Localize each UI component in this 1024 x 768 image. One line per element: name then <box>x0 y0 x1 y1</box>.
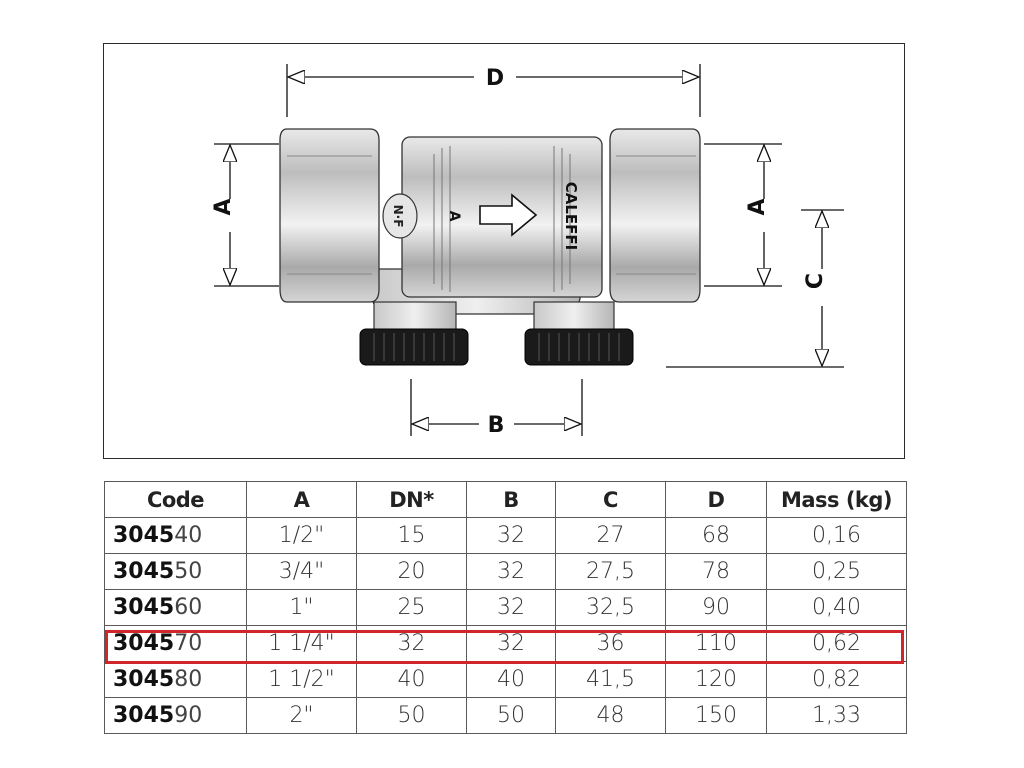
specification-table: Code A DN* B C D Mass (kg) 304540 1/2" 1… <box>104 481 907 734</box>
table-row-highlighted: 304570 1 1/4" 32 32 36 110 0,62 <box>104 625 907 662</box>
cell-mass: 0,62 <box>766 625 907 662</box>
valve-body: N·F A CALEFFI <box>279 128 701 366</box>
table-row: 304580 1 1/2" 40 40 41,5 120 0,82 <box>104 661 907 698</box>
code-prefix: 3045 <box>113 595 175 620</box>
cell-dn: 15 <box>356 517 467 554</box>
cell-code: 304550 <box>104 553 247 590</box>
brand-marking: CALEFFI <box>562 182 580 251</box>
flow-direction-icon <box>479 193 538 237</box>
cell-c: 48 <box>555 697 666 734</box>
cell-code: 304570 <box>104 625 247 662</box>
code-prefix: 3045 <box>113 523 175 548</box>
code-suffix: 70 <box>174 631 203 656</box>
dimension-a-right-label: A <box>745 198 770 215</box>
cell-c: 27 <box>555 517 666 554</box>
cell-mass: 0,25 <box>766 553 907 590</box>
dimension-a-left: A <box>211 143 279 287</box>
cell-a: 1" <box>246 589 357 626</box>
cell-code: 304560 <box>104 589 247 626</box>
header-d: D <box>665 481 767 518</box>
header-b: B <box>466 481 556 518</box>
code-suffix: 80 <box>174 667 203 692</box>
cell-mass: 1,33 <box>766 697 907 734</box>
cell-b: 32 <box>466 625 556 662</box>
cell-a: 1 1/4" <box>246 625 357 662</box>
dimension-c-label: C <box>803 273 828 289</box>
cell-b: 40 <box>466 661 556 698</box>
header-a: A <box>246 481 357 518</box>
table-row: 304550 3/4" 20 32 27,5 78 0,25 <box>104 553 907 590</box>
code-prefix: 3045 <box>113 559 175 584</box>
cell-c: 36 <box>555 625 666 662</box>
cell-mass: 0,40 <box>766 589 907 626</box>
cell-a: 2" <box>246 697 357 734</box>
technical-drawing: D A A C <box>103 43 905 459</box>
code-prefix: 3045 <box>113 667 175 692</box>
cell-dn: 32 <box>356 625 467 662</box>
table-row: 304590 2" 50 50 48 150 1,33 <box>104 697 907 734</box>
cell-c: 41,5 <box>555 661 666 698</box>
flow-label: A <box>446 211 462 222</box>
code-prefix: 3045 <box>113 703 175 728</box>
cell-b: 50 <box>466 697 556 734</box>
code-suffix: 40 <box>174 523 203 548</box>
cell-dn: 50 <box>356 697 467 734</box>
cell-a: 3/4" <box>246 553 357 590</box>
table-row: 304540 1/2" 15 32 27 68 0,16 <box>104 517 907 554</box>
code-prefix: 3045 <box>113 631 175 656</box>
cell-d: 90 <box>665 589 767 626</box>
header-mass: Mass (kg) <box>766 481 907 518</box>
cell-code: 304590 <box>104 697 247 734</box>
cell-d: 68 <box>665 517 767 554</box>
cell-dn: 25 <box>356 589 467 626</box>
cell-b: 32 <box>466 553 556 590</box>
cell-mass: 0,82 <box>766 661 907 698</box>
dimension-c: C <box>666 209 844 368</box>
header-code: Code <box>104 481 247 518</box>
code-suffix: 90 <box>174 703 203 728</box>
table-header-row: Code A DN* B C D Mass (kg) <box>104 481 907 518</box>
cell-d: 110 <box>665 625 767 662</box>
cell-a: 1 1/2" <box>246 661 357 698</box>
cell-d: 120 <box>665 661 767 698</box>
cell-c: 27,5 <box>555 553 666 590</box>
dimension-a-left-label: A <box>211 198 236 215</box>
dimension-b: B <box>410 379 583 438</box>
cell-b: 32 <box>466 517 556 554</box>
table-row: 304560 1" 25 32 32,5 90 0,40 <box>104 589 907 626</box>
cell-dn: 40 <box>356 661 467 698</box>
dimension-b-label: B <box>488 413 505 438</box>
cell-code: 304540 <box>104 517 247 554</box>
code-suffix: 50 <box>174 559 203 584</box>
header-dn: DN* <box>356 481 467 518</box>
code-suffix: 60 <box>174 595 203 620</box>
cell-dn: 20 <box>356 553 467 590</box>
logo-marking: N·F <box>391 205 405 228</box>
header-c: C <box>555 481 666 518</box>
cell-d: 78 <box>665 553 767 590</box>
cell-mass: 0,16 <box>766 517 907 554</box>
dimension-d: D <box>286 64 701 117</box>
cell-d: 150 <box>665 697 767 734</box>
dimension-a-right: A <box>704 143 782 287</box>
cell-a: 1/2" <box>246 517 357 554</box>
dimension-d-label: D <box>486 66 504 91</box>
cell-b: 32 <box>466 589 556 626</box>
cell-code: 304580 <box>104 661 247 698</box>
cell-c: 32,5 <box>555 589 666 626</box>
valve-drawing-svg: D A A C <box>211 64 844 438</box>
